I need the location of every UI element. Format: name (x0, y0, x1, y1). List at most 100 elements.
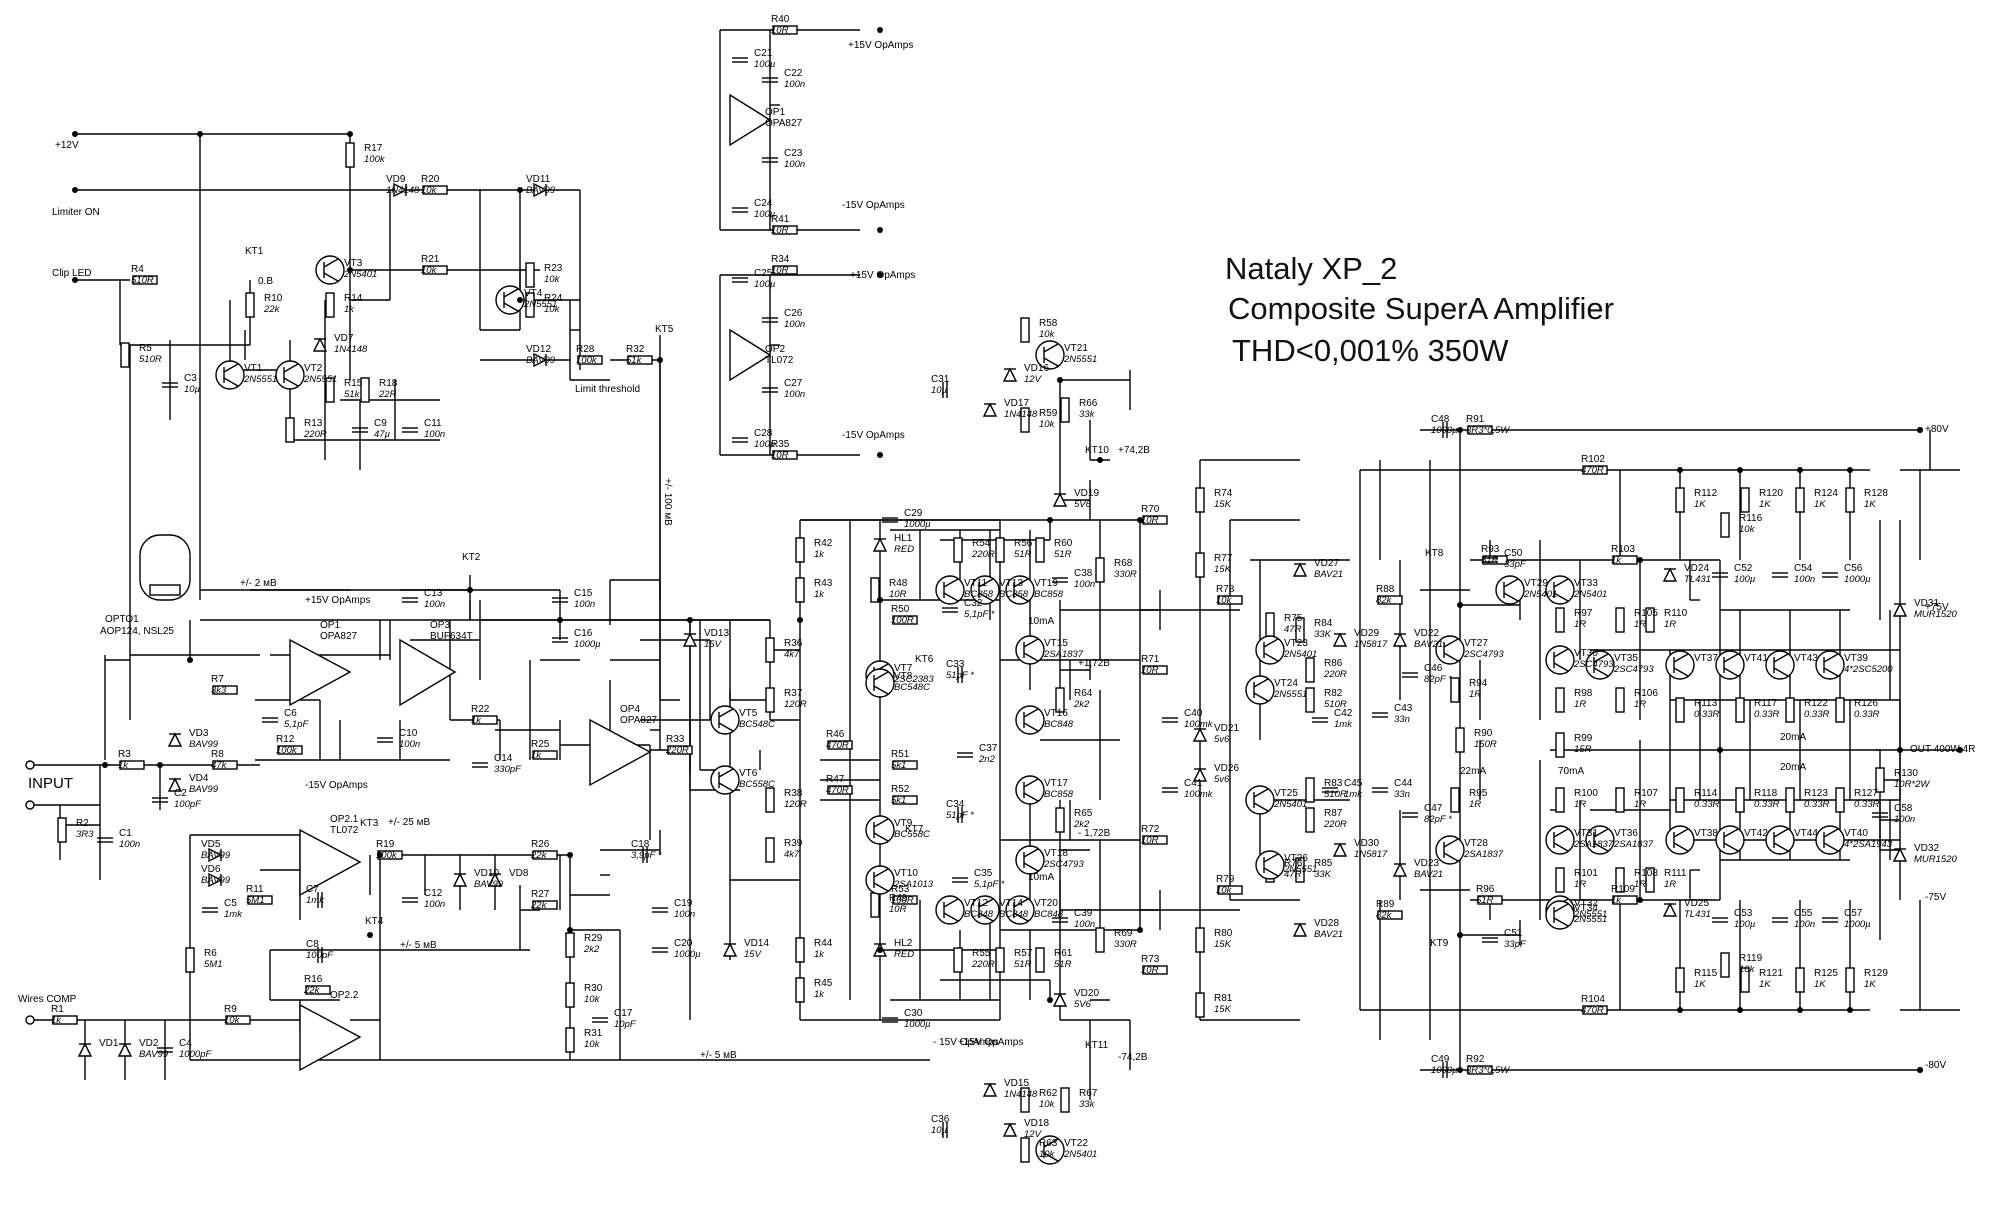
value-c38: 100n (1074, 579, 1095, 590)
ref-vd12: VD12 (526, 344, 551, 355)
capacitor-c2 (152, 797, 168, 803)
ref-r79: R79 (1216, 874, 1235, 885)
ref-r73: R73 (1141, 954, 1160, 965)
diode-vd11 (533, 182, 548, 198)
ref-c51: C51 (1504, 928, 1523, 939)
ref-vd26: VD26 (1214, 763, 1239, 774)
diode-vd15 (982, 1082, 998, 1097)
rail-labels: +12V Limiter ON Clip LED INPUT Wires COM… (18, 40, 1975, 1071)
value-r30: 10k (584, 994, 601, 1005)
transistor-vt33 (1545, 575, 1575, 605)
value-vd18: 12V (1024, 1129, 1043, 1140)
rail-wires-comp: Wires COMP (18, 994, 77, 1005)
ref-r8: R8 (211, 749, 224, 760)
value-vd17: 1N4148 (1004, 409, 1038, 420)
value-r16: 22k (303, 985, 321, 996)
op4-triangle (589, 718, 652, 787)
ref-r65: R65 (1074, 808, 1093, 819)
ref-c39: C39 (1074, 908, 1093, 919)
resistor-r57 (995, 947, 1005, 973)
tp-kt2: KT2 (462, 552, 481, 563)
ref-r121: R121 (1759, 968, 1783, 979)
resistor-r107 (1615, 787, 1625, 813)
value-hl2: RED (894, 949, 914, 960)
value-c52: 100µ (1734, 574, 1756, 585)
title-line2: Composite SuperA Amplifier (1228, 291, 1614, 326)
ref-vd8: VD8 (509, 868, 529, 879)
ref-c32: C32 (964, 598, 983, 609)
value-r36: 4k7 (784, 649, 800, 660)
ref-r67: R67 (1079, 1088, 1098, 1099)
value-c10: 100n (399, 739, 420, 750)
ref-c46: C46 (1424, 663, 1443, 674)
ref-r3: R3 (118, 749, 131, 760)
ref-c22: C22 (784, 68, 803, 79)
ref-c30: C30 (904, 1008, 923, 1019)
component-labels: R11kR23R3R31kR4510RR5510RR65M1R73k3R847k… (51, 14, 1957, 1160)
ref-r116: R116 (1739, 513, 1763, 524)
transistor-vt11 (935, 575, 965, 605)
transistor-vt20 (1005, 895, 1035, 925)
resistor-r120 (1740, 487, 1750, 513)
ref-r94: R94 (1469, 678, 1488, 689)
ref-r118: R118 (1754, 788, 1778, 799)
value-r40: 10R (771, 25, 789, 36)
transistor-vt2 (275, 360, 305, 390)
ref-r123: R123 (1804, 788, 1828, 799)
transistor-vt9 (865, 815, 895, 845)
ref-vt4: VT4 (524, 288, 543, 299)
ref-vd11: VD11 (526, 174, 551, 185)
ref-vt37: VT37 (1694, 653, 1718, 664)
ref-r23: R23 (544, 263, 563, 274)
ref-r41: R41 (771, 214, 790, 225)
capacitor-c16 (552, 637, 568, 643)
value-r6: 5M1 (204, 959, 222, 970)
capacitor-c32 (942, 607, 958, 613)
ref-vd1: VD1 (99, 1038, 119, 1049)
value-r56: 51R (1014, 549, 1032, 560)
ref-c21: C21 (754, 48, 773, 59)
ref-r88: R88 (1376, 584, 1395, 595)
ref-vt7: VT7 (894, 663, 913, 674)
value-r72: 10R (1141, 835, 1159, 846)
diode-hl1 (872, 537, 888, 552)
diode-vd28 (1292, 922, 1308, 937)
ref-vt39: VT39 (1844, 653, 1868, 664)
resistor-r105 (1615, 607, 1625, 633)
ref-r30: R30 (584, 983, 603, 994)
value-r22: 1k (471, 715, 482, 726)
value-r71: 10R (1141, 665, 1159, 676)
ref-r1: R1 (51, 1004, 64, 1015)
transistor-vt27 (1435, 635, 1465, 665)
ref-r86: R86 (1324, 658, 1343, 669)
ref-c1: C1 (119, 828, 132, 839)
ref-vd30: VD30 (1354, 838, 1379, 849)
resistor-r108 (1615, 867, 1625, 893)
value-r38: 120R (784, 799, 807, 810)
ref-r89: R89 (1376, 899, 1395, 910)
capacitor-c37 (957, 752, 973, 758)
capacitor-c18 (642, 847, 648, 863)
value-c54: 100n (1794, 574, 1815, 585)
ref-vt26: VT26 (1284, 853, 1308, 864)
value-c26: 100n (784, 319, 805, 330)
ref-c40: C40 (1184, 708, 1203, 719)
ref-r85: R85 (1314, 858, 1333, 869)
ref-c33: C33 (946, 659, 965, 670)
value-r111: 1R (1664, 879, 1676, 890)
resistor-r73 (1142, 965, 1168, 975)
ref-c8: C8 (306, 939, 319, 950)
ref-r36: R36 (784, 638, 803, 649)
value-r83: 510R (1324, 789, 1347, 800)
value-r24: 10k (544, 304, 561, 315)
resistor-r85 (1295, 857, 1305, 883)
value-r78: 10k (1216, 595, 1233, 606)
value-r69: 330R (1114, 939, 1137, 950)
ref-r32: R32 (626, 344, 645, 355)
opamp-6-ref: OP2.2 (330, 990, 359, 1001)
value-c17: 10pF (614, 1019, 637, 1030)
tp-kt11: KT11 (1085, 1040, 1109, 1051)
ref-c12: C12 (424, 888, 443, 899)
value-c12: 100n (424, 899, 445, 910)
resistor-r9 (225, 1015, 251, 1025)
